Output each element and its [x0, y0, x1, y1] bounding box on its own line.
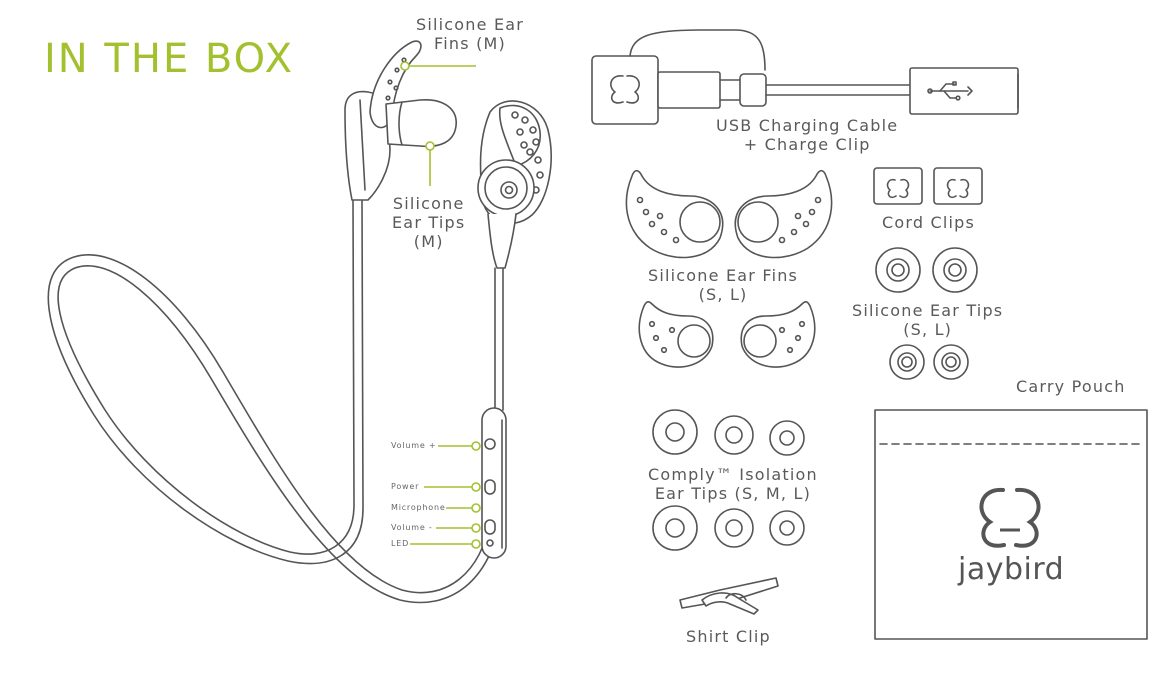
label-cord-clips: Cord Clips	[882, 213, 976, 232]
control-label-microphone: Microphone	[391, 503, 446, 512]
jaybird-logo-icon	[979, 487, 1041, 548]
usb-symbol-icon	[927, 81, 973, 101]
label-usb-cable: USB Charging Cable+ Charge Clip	[716, 116, 899, 154]
right-earbud	[477, 100, 552, 411]
comply-ear-tips	[652, 409, 805, 551]
label-carry-pouch: Carry Pouch	[1016, 377, 1126, 396]
usb-charging-cable	[591, 29, 1019, 125]
ear-tips-sl	[875, 247, 978, 380]
label-shirt-clip: Shirt Clip	[686, 627, 771, 646]
control-label-volume-up: Volume +	[391, 441, 437, 450]
control-label-led: LED	[391, 539, 410, 548]
control-label-power: Power	[391, 482, 420, 491]
fin-dots	[636, 196, 822, 354]
shirt-clip	[679, 577, 779, 615]
left-earbud	[344, 40, 476, 201]
remote-control	[410, 407, 507, 559]
earphone-cable	[47, 199, 501, 604]
brand-wordmark: jaybird	[958, 552, 1065, 587]
control-label-volume-down: Volume -	[391, 523, 433, 532]
label-ear-tips-sl: Silicone Ear Tips(S, L)	[852, 301, 1004, 339]
carry-pouch	[874, 409, 1148, 640]
fin-texture	[511, 111, 544, 194]
label-ear-fins-sl: Silicone Ear Fins(S, L)	[648, 266, 799, 304]
cord-clips	[873, 167, 983, 205]
ear-fins-sl	[625, 169, 833, 368]
page-title: IN THE BOX	[44, 36, 294, 82]
jaybird-logo-icon	[610, 75, 640, 104]
